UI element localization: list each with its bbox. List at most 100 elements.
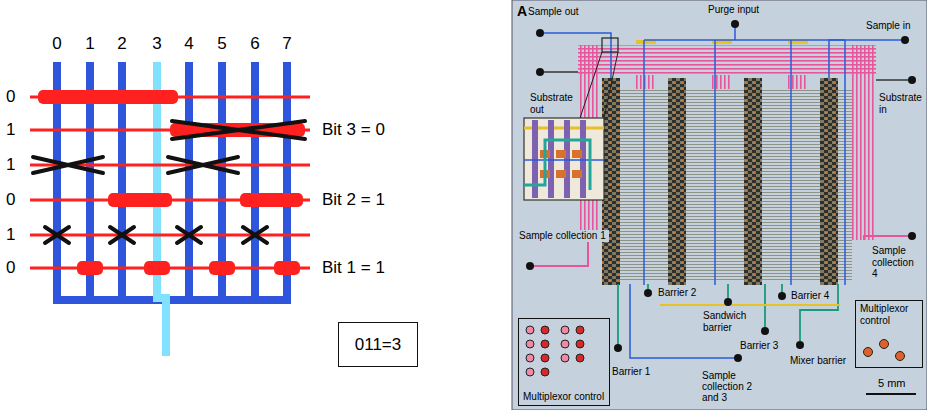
- control-port: [880, 340, 889, 349]
- cross-mark: [168, 157, 238, 173]
- cross-mark: [33, 157, 103, 173]
- valve-array: [820, 78, 838, 285]
- inset-valve: [556, 150, 566, 158]
- port: [734, 354, 742, 362]
- column-number: 3: [145, 34, 169, 54]
- control-bundle: [578, 45, 876, 75]
- row-bit: 1: [6, 120, 15, 140]
- control-panel: Multiplexor control: [855, 300, 923, 368]
- ports: [526, 20, 916, 362]
- panel-label: Multiplexor control: [860, 303, 918, 326]
- valve: [108, 193, 172, 207]
- valve: [240, 193, 303, 207]
- substrate-channel: [876, 79, 908, 81]
- selected-channel: [157, 62, 166, 356]
- row-bit: 1: [6, 155, 15, 175]
- panel-letter: A: [517, 3, 527, 19]
- zoom-line: [580, 52, 602, 118]
- control-port: [526, 368, 534, 376]
- control-ports: [526, 326, 905, 376]
- control-port: [896, 352, 905, 361]
- control-port: [541, 326, 549, 334]
- valve: [274, 261, 300, 275]
- column-number: 5: [210, 34, 234, 54]
- cross-mark: [177, 227, 201, 243]
- barrier-channel: [617, 284, 619, 344]
- row-bit: 0: [6, 190, 15, 210]
- port-label: Barrier 2: [658, 287, 696, 299]
- port: [724, 298, 732, 306]
- port: [908, 232, 916, 240]
- control-port: [576, 340, 584, 348]
- cross-mark: [33, 157, 103, 173]
- inset-channel: [524, 140, 590, 190]
- port: [731, 20, 739, 28]
- port-label: Substrate in: [879, 92, 924, 115]
- barrier-channel: [727, 284, 729, 298]
- valve: [38, 90, 178, 104]
- result-value: 011=3: [355, 335, 401, 355]
- control-port: [526, 354, 534, 362]
- panel-label: Multiplexor control: [523, 391, 604, 403]
- purge-channel: [790, 40, 792, 285]
- control-port: [526, 326, 534, 334]
- scale-label: 5 mm: [878, 377, 906, 390]
- control-port: [561, 340, 569, 348]
- port: [908, 76, 916, 84]
- bit-readout: Bit 2 = 1: [322, 190, 385, 210]
- port: [536, 68, 544, 76]
- purge-channel: [644, 39, 845, 41]
- port: [901, 36, 909, 44]
- port: [614, 344, 622, 352]
- scale-bar: [866, 393, 916, 395]
- cross-mark: [45, 227, 69, 243]
- inset-valve: [572, 150, 582, 158]
- control-line: [30, 234, 310, 237]
- port: [526, 262, 534, 270]
- port: [796, 341, 804, 349]
- port-label: Mixer barrier: [790, 355, 846, 367]
- purge-channel: [714, 40, 716, 285]
- barrier-channel: [781, 284, 783, 292]
- cross-mark: [168, 157, 238, 173]
- valve: [144, 261, 170, 275]
- control-port: [561, 354, 569, 362]
- inset-channel: [580, 120, 586, 198]
- cross-mark: [172, 121, 305, 139]
- cross-mark: [110, 227, 134, 243]
- port-label: Barrier 4: [791, 290, 829, 302]
- port-label: Barrier 1: [612, 366, 650, 378]
- inset-valve: [572, 170, 582, 178]
- control-panel: Multiplexor control: [518, 318, 610, 406]
- port-label: Purge input: [708, 4, 759, 16]
- control-port: [526, 340, 534, 348]
- port: [644, 289, 652, 297]
- collection-channel: [864, 236, 908, 240]
- control-bundle: [852, 45, 876, 240]
- port-label: Sample out: [528, 6, 579, 18]
- cross-marks: [33, 121, 305, 243]
- purge-channel: [734, 28, 736, 40]
- valve-array: [668, 78, 686, 285]
- row-bit: 0: [6, 87, 15, 107]
- bit-readout: Bit 1 = 1: [322, 258, 385, 278]
- cross-mark: [110, 227, 134, 243]
- port-label: Sample collection 2 and 3: [702, 370, 757, 403]
- chip-photo: [512, 0, 927, 410]
- channel-line: [660, 304, 840, 306]
- port-label: Sample in: [866, 20, 910, 32]
- port-label: Substrate out: [530, 92, 578, 115]
- inset-valve: [556, 170, 566, 178]
- port: [761, 327, 769, 335]
- purge-channel: [844, 40, 846, 285]
- port-label: Sample collection 1: [519, 230, 609, 242]
- port-label: Sample collection 4: [872, 245, 922, 280]
- flow-manifold: [53, 296, 291, 304]
- port-label: Sandwich barrier: [703, 310, 753, 333]
- column-number: 2: [110, 34, 134, 54]
- valves: [38, 90, 305, 275]
- column-number: 1: [78, 34, 102, 54]
- bit-readout: Bit 3 = 0: [322, 120, 385, 140]
